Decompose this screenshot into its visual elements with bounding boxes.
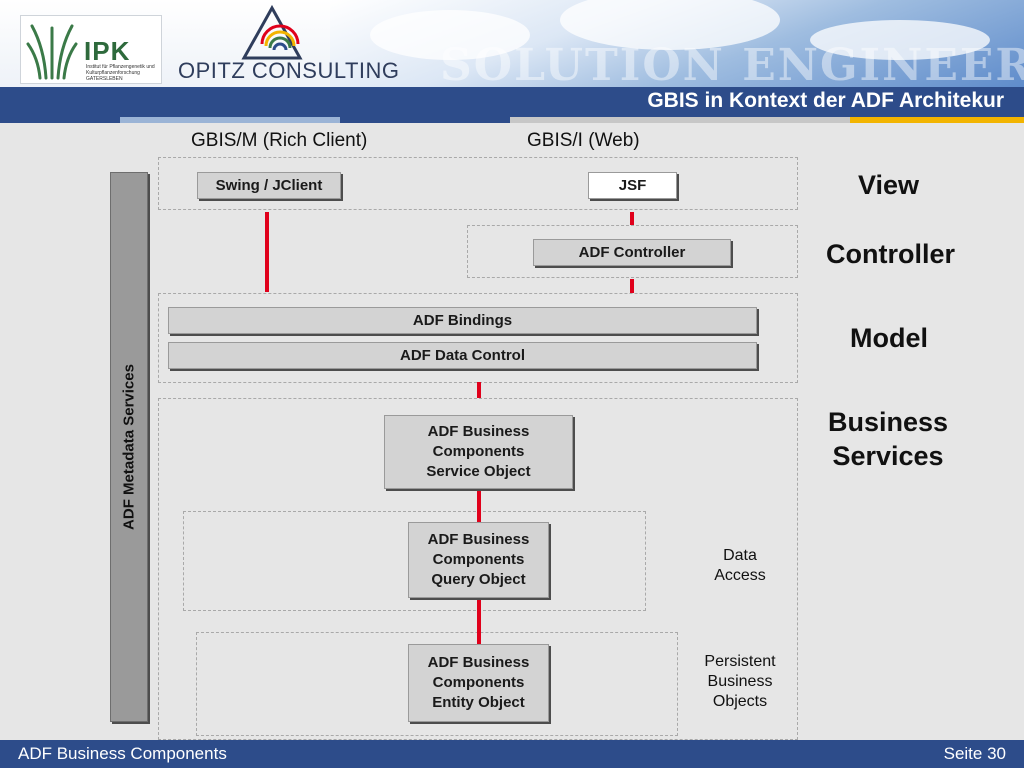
entity-object-line-3: Entity Object [432,694,525,711]
query-object-line-2: Components [432,551,525,568]
controller-layer-frame [467,225,798,278]
layer-label-view: View [858,170,920,200]
data-access-line-2: Access [714,567,766,584]
opitz-triangle-icon [241,4,303,60]
data-access-line-1: Data [723,547,757,564]
persistent-objects-frame [196,632,678,736]
ipk-logo [20,15,162,84]
service-object-box: ADF Business Components Service Object [384,415,573,489]
connector-model-services [477,382,481,398]
column-heading-rich-client: GBIS/M (Rich Client) [191,130,368,151]
persistent-line-3: Objects [712,693,768,710]
title-bar [0,87,1024,117]
service-object-line-1: ADF Business [427,423,530,440]
layer-label-model: Model [850,323,928,353]
service-object-line-3: Service Object [426,463,531,480]
metadata-services-label: ADF Metadata Services [120,364,138,530]
view-layer-frame [158,157,798,210]
connector-service-query [477,489,481,522]
service-object-line-2: Components [432,443,525,460]
adf-data-control-box: ADF Data Control [168,342,757,369]
footer-bar [0,740,1024,768]
persistent-line-1: Persistent [704,653,776,670]
business-services-line-2: Services [832,441,944,471]
sky-background [330,0,1024,87]
data-access-label: Data Access [700,546,780,586]
footer-section-title: ADF Business Components [18,744,227,763]
adf-controller-box: ADF Controller [533,239,731,266]
watermark-text: SOLUTION ENGINEERING [440,40,1024,87]
column-heading-web: GBIS/I (Web) [527,130,640,151]
ipk-name: IPK [84,36,131,66]
company-name: OPITZ CONSULTING [178,58,400,83]
connector-swing-bindings [265,212,269,292]
query-object-line-3: Query Object [431,571,526,588]
entity-object-line-2: Components [432,674,525,691]
business-services-frame [158,398,798,740]
connector-jsf-controller [630,212,634,225]
header-banner: SOLUTION ENGINEERING IPK Institut für Pf… [0,0,1024,87]
metadata-services-bar [110,172,148,722]
entity-object-box: ADF Business Components Entity Object [408,644,549,722]
swing-jclient-box: Swing / JClient [197,172,341,199]
persistent-line-2: Business [707,673,773,690]
slide-title: GBIS in Kontext der ADF Architekur [647,89,1004,112]
connector-query-entity [477,598,481,644]
business-services-line-1: Business [827,407,949,437]
persistent-objects-label: Persistent Business Objects [692,652,788,712]
accent-stripe [0,117,1024,123]
ipk-subtitle: Institut für Pflanzengenetik und Kulturp… [86,64,155,82]
page-number: Seite 30 [943,744,1006,763]
data-access-frame [183,511,646,611]
query-object-line-1: ADF Business [427,531,530,548]
jsf-box: JSF [588,172,677,199]
layer-label-business-services: Business Services [826,405,950,473]
connector-controller-bindings [630,279,634,293]
entity-object-line-1: ADF Business [427,654,530,671]
plant-icon [26,24,78,80]
adf-bindings-box: ADF Bindings [168,307,757,334]
layer-label-controller: Controller [826,239,956,269]
query-object-box: ADF Business Components Query Object [408,522,549,598]
